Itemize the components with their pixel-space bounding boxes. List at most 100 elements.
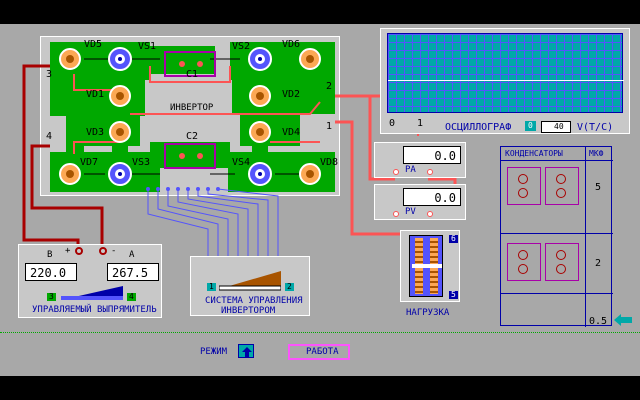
voltmeter-unit: PV	[405, 207, 416, 217]
control-wire-1	[147, 189, 209, 259]
diode-vd1[interactable]	[109, 85, 131, 107]
mode-label: РЕЖИМ	[200, 347, 228, 357]
pink-wire-inner-top	[73, 74, 120, 91]
capacitor-value-0-5: 0.5	[589, 316, 608, 327]
capacitor-select-arrow-icon[interactable]	[614, 314, 632, 326]
load-pin-6: 6	[449, 234, 458, 243]
control-wire-7	[207, 189, 269, 259]
capacitor-value-2: 2	[595, 258, 602, 269]
ammeter-unit: PA	[405, 165, 416, 175]
controlled-rectifier: B + - A 220.0 267.5 3 4	[18, 244, 162, 318]
ammeter-terminal-right[interactable]	[427, 169, 433, 175]
voltmeter-value: 0.0	[434, 191, 456, 205]
control-wire-8	[217, 188, 279, 259]
supply-wire-minus	[30, 144, 104, 252]
diode-vd3[interactable]	[109, 121, 131, 143]
label-vs2: VS2	[232, 41, 251, 52]
voltmeter: 0.0 PV	[374, 184, 466, 220]
scope-time-unit: V(T/C)	[577, 122, 614, 133]
diode-vd7[interactable]	[59, 163, 81, 185]
capacitor-bank: КОНДЕНСАТОРЫ МКФ 5 2 0.5	[500, 146, 613, 327]
c2-terminal-b	[197, 153, 203, 159]
inverter-title: ИНВЕРТОР	[170, 103, 214, 113]
arrow-up-icon	[242, 347, 252, 357]
rectifier-terminal-plus[interactable]	[75, 247, 83, 255]
label-vd4: VD4	[282, 127, 301, 138]
mode-value-box[interactable]: РАБОТА	[288, 344, 350, 360]
pink-wire-cap	[149, 66, 231, 83]
thyristor-vs3[interactable]	[108, 162, 132, 186]
node-2: 2	[326, 81, 333, 92]
label-vs1: VS1	[138, 41, 157, 52]
trace-center-vertical	[112, 64, 128, 164]
thyristor-vs2[interactable]	[248, 47, 272, 71]
diode-vd4[interactable]	[249, 121, 271, 143]
control-title-line1: СИСТЕМА УПРАВЛЕНИЯ	[205, 296, 303, 306]
label-vd7: VD7	[80, 157, 99, 168]
thyristor-vs1[interactable]	[108, 47, 132, 71]
load-pin-5: 5	[449, 290, 458, 299]
trace-top-mid	[145, 46, 215, 74]
rectifier-terminal-minus[interactable]	[99, 247, 107, 255]
label-vd5: VD5	[84, 39, 103, 50]
diode-vd6[interactable]	[299, 48, 321, 70]
oscilloscope-screen	[387, 33, 624, 113]
output-wire-node1	[335, 120, 410, 236]
control-slider-max: 2	[285, 282, 294, 291]
capacitor-unit-header: МКФ	[589, 149, 604, 158]
pink-wire-inner-left	[73, 141, 120, 154]
scope-title: ОСЦИЛЛОГРАФ	[445, 122, 512, 133]
load-inductor-core	[409, 235, 443, 297]
label-vd3: VD3	[86, 127, 105, 138]
rectifier-minus: -	[111, 246, 117, 256]
rectifier-slider-max: 4	[127, 292, 136, 301]
capacitor-value-5: 5	[595, 182, 602, 193]
ammeter: 0.0 PA	[374, 142, 466, 178]
rectifier-plus: +	[65, 246, 71, 256]
rectifier-amp-label: A	[129, 250, 135, 260]
oscilloscope: 0 1 ОСЦИЛЛОГРАФ 0 40 V(T/C)	[380, 28, 630, 134]
diode-vd8[interactable]	[299, 163, 321, 185]
label-vd2: VD2	[282, 89, 301, 100]
capacitor-slot-2-b[interactable]	[545, 243, 579, 281]
rectifier-slider-min: 3	[47, 292, 56, 301]
label-vd1: VD1	[86, 89, 105, 100]
scope-time-value[interactable]: 40	[541, 121, 571, 133]
diode-vd5[interactable]	[59, 48, 81, 70]
thyristor-vs4[interactable]	[248, 162, 272, 186]
lab-scene: VD5 VS1 C1 VS2 VD6 VD1 VD2 ИНВЕРТОР VD3 …	[0, 24, 640, 376]
capacitor-c2-frame	[164, 143, 216, 169]
capacitor-header: КОНДЕНСАТОРЫ	[505, 149, 563, 158]
ammeter-value: 0.0	[434, 149, 456, 163]
c1-terminal-b	[197, 61, 203, 67]
rectifier-slider[interactable]	[61, 285, 123, 300]
inverter-control-system: 1 2 СИСТЕМА УПРАВЛЕНИЯ ИНВЕРТОРОМ	[190, 256, 310, 316]
rectifier-volt-label: B	[47, 250, 53, 260]
voltmeter-terminal-left[interactable]	[393, 211, 399, 217]
rectifier-amp-value: 267.5	[112, 266, 149, 280]
label-c1: C1	[186, 69, 199, 80]
diode-vd2[interactable]	[249, 85, 271, 107]
voltmeter-terminal-right[interactable]	[427, 211, 433, 217]
control-wire-4	[177, 189, 239, 259]
control-slider-min: 1	[207, 282, 216, 291]
voltmeter-display: 0.0	[403, 188, 461, 206]
label-vs3: VS3	[132, 157, 151, 168]
capacitor-slot-5-b[interactable]	[545, 167, 579, 205]
control-slider[interactable]	[218, 269, 282, 291]
scope-marker[interactable]: 0	[525, 121, 536, 131]
rectifier-volt-display: 220.0	[25, 263, 77, 281]
capacitor-slot-5-a[interactable]	[507, 167, 541, 205]
label-vd8: VD8	[320, 157, 339, 168]
ammeter-terminal-left[interactable]	[393, 169, 399, 175]
load[interactable]: 6 5	[400, 230, 460, 302]
c1-terminal-a	[179, 61, 185, 67]
node-3: 3	[46, 69, 53, 80]
capacitor-slot-2-a[interactable]	[507, 243, 541, 281]
inverter-schematic	[22, 42, 457, 292]
rectifier-title: УПРАВЛЯЕМЫЙ ВЫПРЯМИТЕЛЬ	[32, 305, 157, 315]
control-wire-5	[187, 189, 249, 259]
mode-toggle-button[interactable]	[238, 344, 254, 358]
rectifier-amp-display: 267.5	[107, 263, 159, 281]
